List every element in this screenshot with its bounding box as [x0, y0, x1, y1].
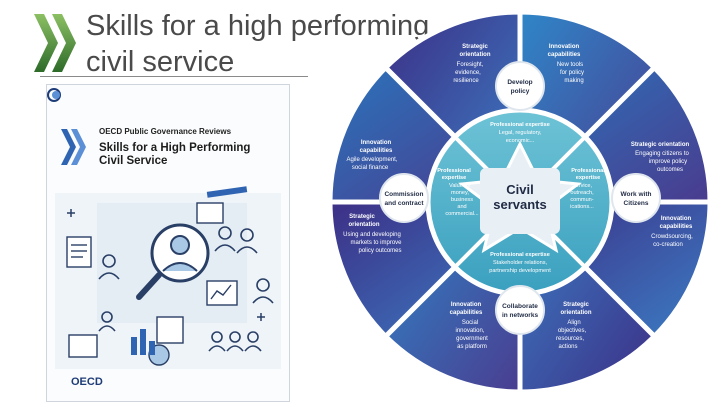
tl-0: Strategic — [462, 44, 488, 50]
bl-4: government — [456, 336, 488, 342]
lr-2: Crowdsourcing, — [651, 234, 693, 240]
tl-1: orientation — [460, 52, 491, 58]
hub-top — [495, 61, 545, 111]
in-top-2: economic... — [506, 138, 535, 144]
br-3: objectives, — [558, 328, 587, 334]
hub-bottom-line2: in networks — [502, 312, 539, 319]
in-right-0: Professional — [571, 168, 605, 174]
oecd-logo-icon — [47, 88, 61, 102]
civil-servants-wheel: Civil servants Develop policy Work with … — [327, 9, 713, 395]
ur-3: outcomes — [657, 167, 683, 173]
in-right-5: ications... — [570, 204, 594, 210]
lr-0: Innovation — [661, 216, 692, 222]
tr-4: making — [564, 78, 583, 84]
center-line2: servants — [493, 197, 546, 212]
ll-3: markets to improve — [350, 240, 402, 246]
svg-text:servants: servants — [493, 197, 546, 212]
slide-title-line1: Skills for a high performing — [86, 10, 430, 42]
ll-2: Using and developing — [343, 232, 401, 238]
in-right-4: commun- — [570, 197, 593, 203]
in-left-6: commercial... — [445, 211, 479, 217]
in-right-1: expertise — [576, 175, 601, 181]
hub-left — [379, 173, 429, 223]
magnifier-person-icon — [136, 223, 210, 300]
tl-3: evidence, — [455, 70, 481, 76]
bar-chart-icon — [131, 329, 155, 355]
bl-1: capabilities — [450, 310, 483, 316]
hub-bottom — [495, 285, 545, 335]
hub-left-line2: and contract — [384, 200, 424, 207]
bl-2: Social — [462, 320, 478, 326]
in-bottom-2: partnership development — [489, 268, 551, 274]
br-5: actions — [558, 344, 577, 350]
in-left-3: money, — [451, 190, 469, 196]
plus-icons — [67, 209, 265, 321]
in-bottom-1: Stakeholder relations, — [493, 260, 548, 266]
ul-1: capabilities — [360, 148, 393, 154]
slide-title-line2: civil service — [86, 46, 235, 78]
in-left-5: and — [457, 204, 466, 210]
tr-1: capabilities — [548, 52, 581, 58]
in-bottom-0: Professional expertise — [490, 252, 550, 258]
center-line1: Civil — [506, 182, 533, 197]
svg-text:Civil: Civil — [506, 182, 533, 197]
bl-5: as platform — [457, 344, 487, 350]
slide-title: Skills for a high performing civil servi… — [86, 8, 486, 80]
tr-0: Innovation — [549, 44, 580, 50]
people-icons — [98, 226, 274, 352]
br-2: Align — [567, 320, 580, 326]
cover-illustration — [55, 129, 281, 369]
in-right-3: outreach, — [570, 190, 594, 196]
in-top-0: Professional expertise — [490, 122, 550, 128]
tl-4: resilience — [453, 78, 479, 84]
ur-2: improve policy — [649, 159, 687, 165]
tl-2: Foresight, — [457, 62, 484, 68]
ll-1: orientation — [349, 222, 380, 228]
hub-right-line1: Work with — [621, 191, 652, 198]
ul-2: Agile development, — [346, 157, 397, 163]
document-icons — [66, 202, 238, 366]
bl-3: innovation, — [455, 328, 484, 334]
ur-1: Engaging citizens to — [635, 151, 689, 157]
cover-series: OECD Public Governance Reviews — [99, 127, 232, 136]
in-left-1: expertise — [442, 175, 467, 181]
hub-right — [611, 173, 661, 223]
pencil-icon — [206, 186, 248, 198]
ll-0: Strategic — [349, 214, 375, 220]
lr-3: co-creation — [653, 242, 683, 248]
report-cover: OECD Public Governance Reviews Skills fo… — [46, 84, 290, 402]
in-left-0: Professional — [437, 168, 471, 174]
br-4: resources, — [556, 336, 584, 342]
ll-4: policy outcomes — [358, 248, 401, 254]
bl-0: Innovation — [451, 302, 482, 308]
hub-top-line1: Develop — [507, 79, 532, 86]
hub-bottom-line1: Collaborate — [502, 303, 538, 310]
ur-0: Strategic orientation — [631, 142, 690, 148]
hub-right-line2: Citizens — [624, 200, 649, 207]
in-right-2: Service, — [572, 183, 593, 189]
in-left-2: Value for — [449, 183, 471, 189]
br-1: orientation — [561, 310, 592, 316]
cover-chevron-icon — [61, 129, 86, 165]
ul-3: social finance — [352, 165, 389, 171]
tr-2: New tools — [557, 62, 583, 68]
cover-publisher: OECD — [71, 376, 103, 388]
tr-3: for policy — [560, 70, 584, 76]
title-underline — [40, 76, 308, 77]
double-chevron-icon — [34, 14, 76, 72]
in-top-1: Legal, regulatory, — [499, 130, 542, 136]
in-left-4: business — [451, 197, 473, 203]
hub-top-line2: policy — [511, 88, 530, 95]
ul-0: Innovation — [361, 140, 392, 146]
lr-1: capabilities — [660, 224, 693, 230]
cover-title: Skills for a High Performing Civil Servi… — [99, 142, 251, 167]
br-0: Strategic — [563, 302, 589, 308]
hub-left-line1: Commission — [384, 191, 423, 198]
